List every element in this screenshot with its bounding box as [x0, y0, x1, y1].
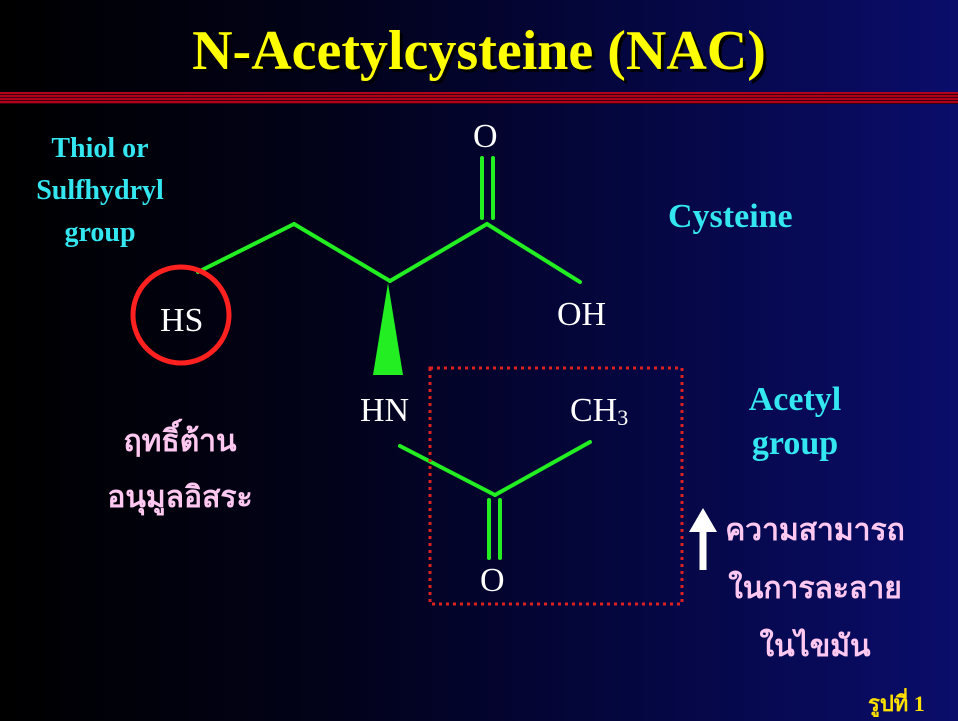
ch3-symbol: CH	[570, 392, 618, 429]
atom-hn: HN	[360, 392, 410, 429]
solubility-line-2: ในการละลาย	[728, 572, 902, 605]
title-divider	[0, 92, 958, 104]
bond-ch2-calpha	[292, 222, 392, 283]
ch3-subscript: 3	[617, 405, 629, 430]
antioxidant-line-2: อนุมูลอิสระ	[107, 481, 253, 514]
acetyl-label-line-1: Acetyl	[748, 381, 842, 418]
antioxidant-line-1: ฤทธิ์ต้าน	[123, 425, 237, 458]
solubility-line-3: ในไขมัน	[759, 630, 871, 663]
atom-oh: OH	[557, 296, 607, 333]
atom-o-bottom: O	[480, 562, 505, 599]
cysteine-label: Cysteine	[668, 198, 793, 235]
bond-carbonyl-oh	[485, 222, 582, 284]
acetyl-group-label: Acetyl group	[720, 378, 870, 466]
atom-ch3: CH3	[570, 392, 628, 431]
lipid-solubility-label: ความสามารถ ในการละลาย ในไขมัน	[700, 502, 930, 676]
thiol-label-line-1: Thiol or	[51, 133, 149, 164]
bond-n-acyl-carbon	[398, 444, 497, 497]
atom-o-top: O	[473, 118, 498, 155]
bond-acyl-carbon-ch3	[493, 440, 592, 497]
thiol-highlight-circle	[130, 264, 232, 366]
wedge-bond	[373, 283, 403, 375]
acetyl-group-box	[428, 366, 684, 606]
bond-calpha-carbonyl	[388, 222, 489, 283]
up-arrow-icon	[689, 508, 717, 570]
antioxidant-effect-label: ฤทธิ์ต้าน อนุมูลอิสระ	[80, 414, 280, 526]
atom-hs: HS	[160, 302, 204, 339]
thiol-group-label: Thiol or Sulfhydryl group	[0, 128, 200, 254]
acetyl-label-line-2: group	[751, 425, 839, 462]
solubility-line-1: ความสามารถ	[725, 514, 905, 547]
thiol-label-line-3: group	[64, 217, 136, 248]
slide-title: N-Acetylcysteine (NAC)	[192, 20, 766, 82]
thiol-label-line-2: Sulfhydryl	[36, 175, 164, 206]
figure-caption: รูปที่ 1	[868, 691, 925, 716]
bond-s-ch2	[196, 222, 296, 274]
